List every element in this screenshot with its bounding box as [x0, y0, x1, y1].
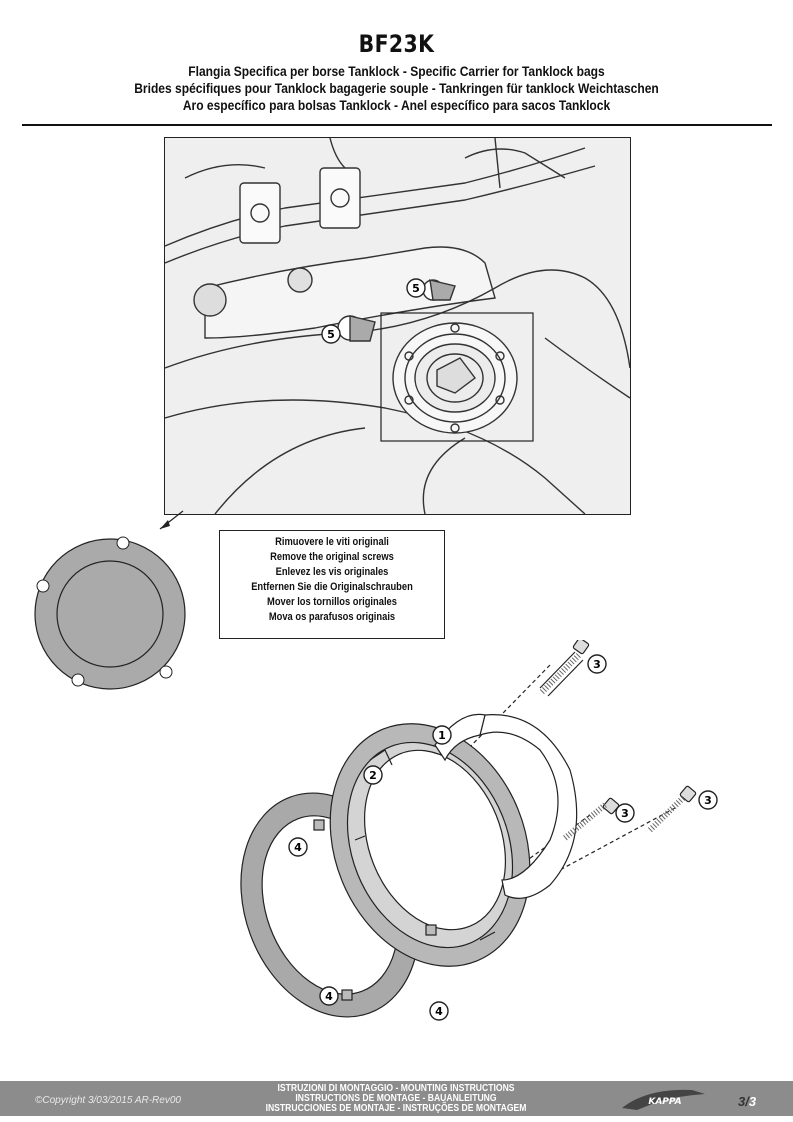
spacer-bottom-right [425, 924, 437, 936]
callout-1 [432, 725, 452, 745]
gasket-detail [34, 510, 186, 690]
callout-3-top [587, 654, 607, 674]
page-number: 3/3 [738, 1094, 756, 1109]
callout-4-bottom-right-label: 4 [435, 1005, 443, 1018]
callout-3-middle-label: 3 [621, 807, 629, 820]
bar-clamp-right [319, 167, 361, 229]
footer-line-3: INSTRUCCIONES DE MONTAJE - INSTRUÇÕES DE… [265, 1102, 527, 1114]
callout-3-top-label: 3 [593, 658, 601, 671]
callout-5-upper [406, 278, 426, 298]
tank-illustration: 5 5 [164, 137, 631, 515]
callout-5-upper-label: 5 [412, 282, 420, 295]
spacer-bottom-left [341, 989, 353, 1001]
handlebar-line [165, 147, 586, 247]
spacer-top [313, 819, 325, 831]
page-title: BF23K [358, 30, 435, 58]
mounting-plate [479, 714, 578, 899]
page-total: 3 [748, 1094, 757, 1109]
callout-4-top-label: 4 [294, 841, 302, 854]
callout-4-bottom-right [429, 1001, 449, 1021]
callout-2-label: 2 [369, 769, 377, 782]
callout-1-label: 1 [438, 729, 446, 742]
instruction-es: Mover los tornillos originales [267, 596, 397, 608]
page-current: 3/ [738, 1094, 749, 1109]
bolt-right [647, 785, 697, 833]
instruction-de: Entfernen Sie die Originalschrauben [251, 581, 413, 593]
subtitle-fr-de: Brides spécifiques pour Tanklock bagager… [134, 80, 659, 96]
bolt-top [539, 640, 590, 697]
callout-4-top [288, 837, 308, 857]
logo-wordmark: KAPPA [648, 1097, 681, 1107]
footer-line-2: INSTRUCTIONS DE MONTAGE - BAUANLEITUNG [295, 1092, 497, 1104]
subtitle-es-pt: Aro específico para bolsas Tanklock - An… [182, 97, 611, 113]
instruction-it: Rimuovere le viti originali [275, 536, 389, 548]
instruction-fr: Enlevez les vis originales [275, 566, 389, 578]
callout-4-bottom-left-label: 4 [325, 990, 333, 1003]
zoom-box [380, 312, 534, 442]
instruction-pt: Mova os parafusos originais [268, 611, 396, 623]
steering-nut [287, 267, 313, 293]
tank-drawing: 5 5 [165, 138, 630, 514]
callout-3-right [698, 790, 718, 810]
callout-3-middle [615, 803, 635, 823]
footer-instructions-title: ISTRUZIONI DI MONTAGGIO - MOUNTING INSTR… [248, 1082, 545, 1114]
bolt-middle [563, 797, 620, 841]
header-rule [22, 124, 772, 126]
callout-4-bottom-left [319, 986, 339, 1006]
assembly-diagram: 1 2 3 3 3 4 4 4 [240, 640, 718, 1021]
callout-5-lower [321, 324, 341, 344]
callout-3-right-label: 3 [704, 794, 712, 807]
callout-5-lower-label: 5 [327, 328, 335, 341]
footer-line-1: ISTRUZIONI DI MONTAGGIO - MOUNTING INSTR… [277, 1082, 515, 1094]
instruction-box: Rimuovere le viti originali Remove the o… [219, 530, 445, 639]
callout-2 [363, 765, 383, 785]
subtitle-it-en: Flangia Specifica per borse Tanklock - S… [188, 63, 605, 79]
kappa-logo: KAPPA [622, 1089, 705, 1110]
bar-clamp-left [239, 182, 281, 244]
instruction-en: Remove the original screws [270, 551, 394, 563]
copyright-notice: ©Copyright 3/03/2015 AR-Rev00 [35, 1095, 181, 1106]
